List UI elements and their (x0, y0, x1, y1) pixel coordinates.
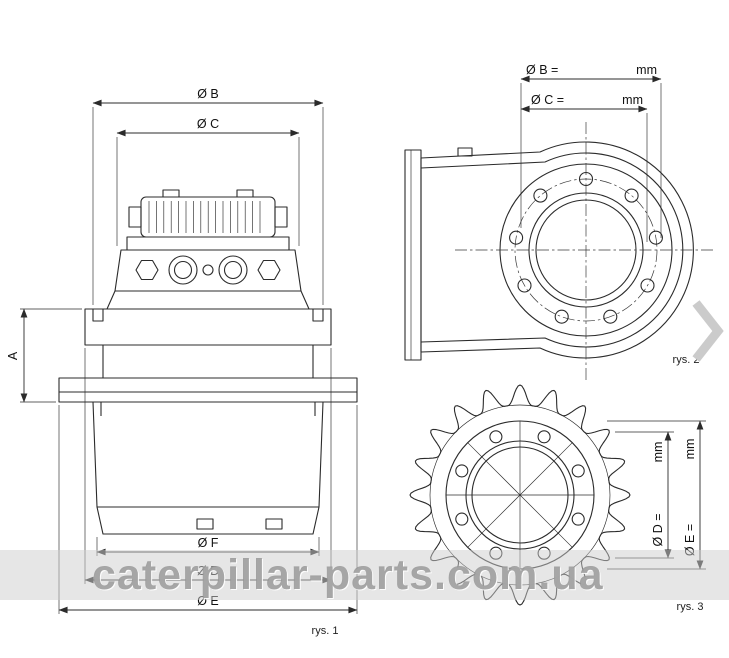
transition-cone (106, 290, 310, 310)
figure3-caption: rys. 3 (677, 601, 704, 613)
fig1-dim-label-c: Ø C (197, 117, 219, 131)
mount-flange (84, 308, 332, 346)
port-circle-inner (173, 260, 193, 280)
watermark-text: caterpillar-parts.com.ua (92, 550, 604, 599)
hex-bolt (135, 259, 159, 281)
figure2-dimensions: Ø B = mm Ø C = mm (520, 63, 662, 242)
figure3-dimensions: mm Ø D = mm Ø E = (607, 420, 706, 570)
fig2-dim-label-b: Ø B = (526, 63, 558, 77)
fig2-dim-unit-c: mm (622, 93, 643, 107)
motor-cap-ribs (148, 201, 261, 233)
watermark-band: caterpillar-parts.com.ua (0, 550, 729, 600)
cap-side-lug (274, 206, 288, 228)
side-flange (404, 149, 422, 361)
figure1-caption: rys. 1 (312, 625, 339, 637)
gallery-next-icon[interactable] (692, 300, 724, 362)
fig1-dim-label-f: Ø F (198, 536, 219, 550)
figure1-front-view (58, 189, 358, 535)
port-circle (218, 255, 248, 285)
port-circle (168, 255, 198, 285)
port-circle-inner (223, 260, 243, 280)
fig3-dim-label-e: Ø E = (683, 524, 697, 556)
wide-flange (58, 377, 358, 403)
fig3-dim-label-d: Ø D = (651, 514, 665, 547)
fig2-dim-label-c: Ø C = (531, 93, 564, 107)
housing-outline (420, 141, 694, 359)
bottom-boss (196, 518, 214, 530)
bottom-boss (265, 518, 283, 530)
cap-top-tab (162, 189, 180, 198)
flange-notch (312, 309, 324, 322)
cap-top-tab (236, 189, 254, 198)
cap-side-lug (128, 206, 142, 228)
center-plug (202, 264, 214, 276)
figure1-dimensions: Ø B Ø C A Ø F Ø D Ø E (6, 87, 358, 614)
figure2-caption: rys. 2 (673, 354, 700, 366)
fig3-dim-unit-e: mm (683, 439, 697, 460)
fig3-dim-unit-d: mm (651, 442, 665, 463)
hex-bolt (257, 259, 281, 281)
lower-housing (92, 401, 324, 535)
upper-band (126, 236, 290, 251)
sprocket-spokes (446, 421, 594, 569)
sprocket-teeth (409, 384, 631, 606)
fig1-dim-label-b: Ø B (197, 87, 219, 101)
mid-cylinder (102, 344, 314, 379)
fig1-dim-label-a: A (6, 351, 20, 360)
figure2-side-view (404, 122, 716, 380)
housing-top-boss (457, 147, 473, 157)
fig2-dim-unit-b: mm (636, 63, 657, 77)
bolt-band (114, 249, 302, 292)
flange-notch (92, 309, 104, 322)
